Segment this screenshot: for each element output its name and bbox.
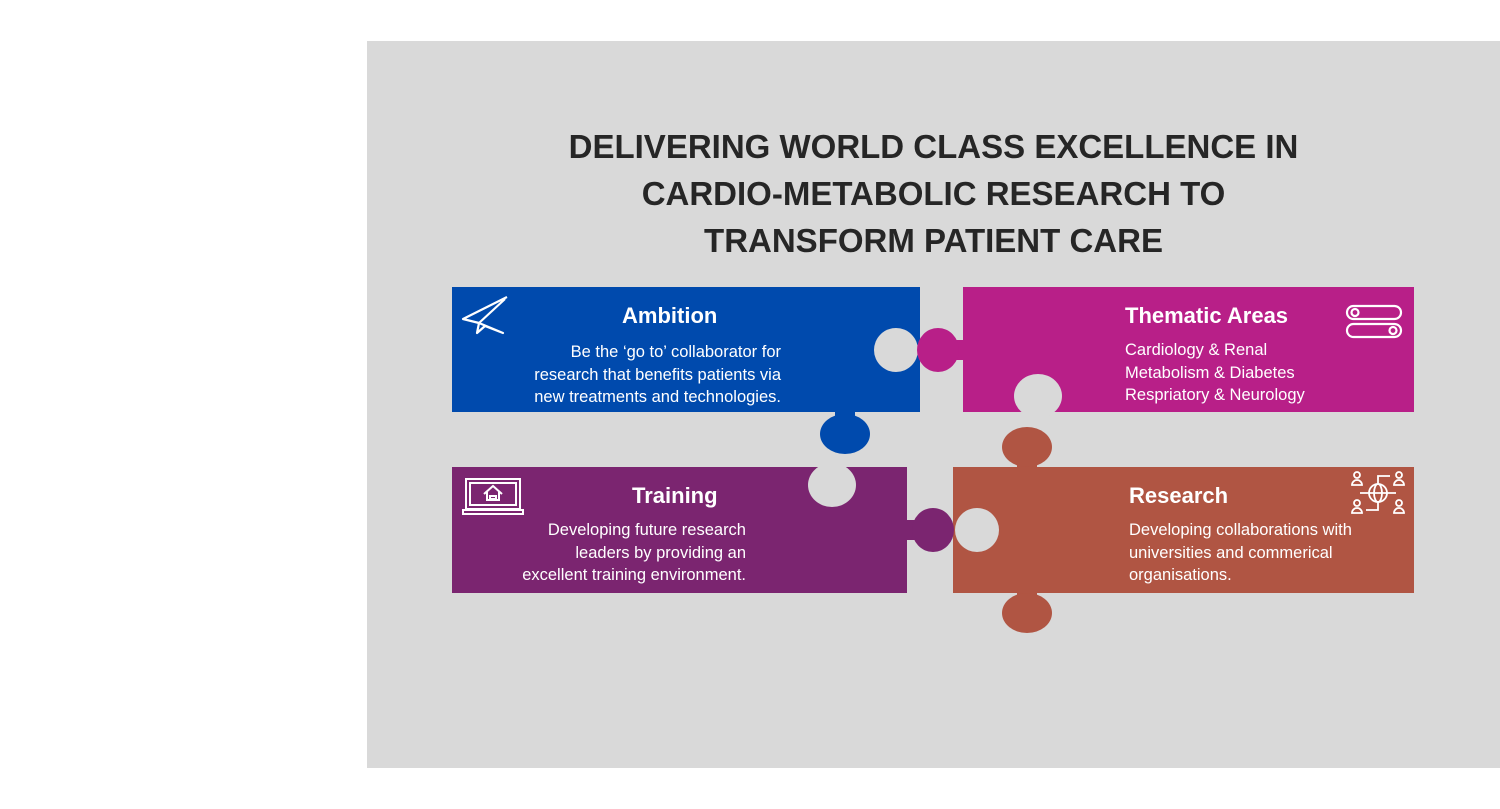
training-heading: Training: [632, 483, 718, 508]
text-line: Developing collaborations with: [1129, 521, 1352, 539]
text-line: leaders by providing an: [575, 543, 746, 562]
text-line: organisations.: [1129, 566, 1232, 584]
text-line: universities and commerical: [1129, 543, 1333, 562]
laptop-home-icon: [462, 478, 524, 515]
text-line: Metabolism & Diabetes: [1125, 363, 1295, 382]
training-knob: [912, 508, 954, 552]
text-line: Developing future research: [547, 521, 746, 539]
toggle-switches-icon: [1345, 304, 1403, 339]
research-heading: Research: [1129, 483, 1229, 508]
text-line: research that benefits patients via: [534, 365, 781, 384]
research-text: Developing collaborations with universit…: [1129, 519, 1352, 587]
hole: [808, 463, 856, 507]
text-line: Cardiology & Renal: [1125, 341, 1268, 359]
paper-plane-icon: [461, 296, 508, 335]
title-line-3: TRANSFORM PATIENT CARE: [704, 222, 1163, 259]
title-line-2: CARDIO-METABOLIC RESEARCH TO: [641, 175, 1226, 212]
text-line: Respriatory & Neurology: [1125, 386, 1305, 404]
global-network-icon: [1351, 471, 1405, 514]
text-line: Be the ‘go to’ collaborator for: [570, 343, 781, 361]
thematic-text: Cardiology & Renal Metabolism & Diabetes…: [1125, 339, 1305, 407]
ambition-knob: [820, 414, 870, 454]
title-line-1: DELIVERING WORLD CLASS EXCELLENCE IN: [568, 128, 1299, 165]
training-text: Developing future research leaders by pr…: [452, 519, 746, 587]
hole: [1014, 374, 1062, 418]
text-line: excellent training environment.: [522, 566, 746, 584]
hole: [874, 328, 918, 372]
hole: [955, 508, 999, 552]
research-piece: [953, 467, 1414, 593]
text-line: new treatments and technologies.: [534, 388, 781, 406]
research-knob-top: [1002, 427, 1052, 467]
research-knob-bottom: [1002, 593, 1052, 633]
thematic-heading: Thematic Areas: [1125, 303, 1289, 328]
ambition-text: Be the ‘go to’ collaborator for research…: [452, 341, 781, 409]
thematic-knob: [917, 328, 959, 372]
ambition-heading: Ambition: [622, 303, 718, 328]
ambition-piece: [452, 287, 920, 412]
